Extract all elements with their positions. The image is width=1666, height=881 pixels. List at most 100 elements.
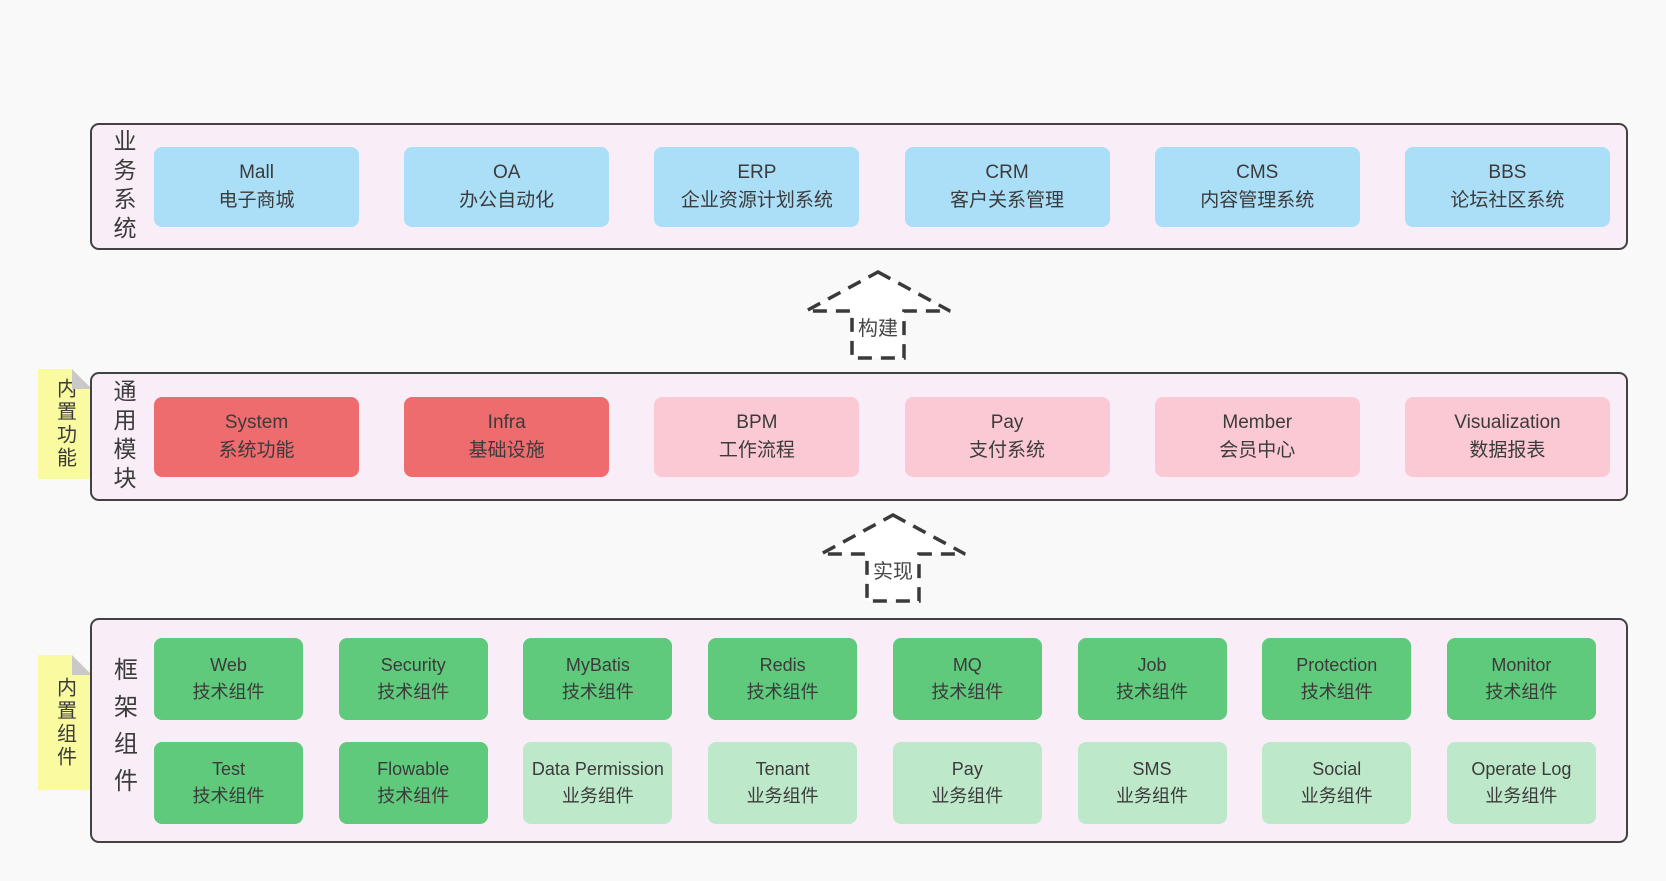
node-title: SMS xyxy=(1132,759,1172,780)
layer-label-text: 框架组件 xyxy=(109,656,137,805)
framework-components-grid: Web 技术组件 Security 技术组件 MyBatis 技术组件 Redi… xyxy=(154,620,1626,841)
node-title: MyBatis xyxy=(565,655,630,676)
node-redis: Redis 技术组件 xyxy=(708,637,858,720)
node-bpm: BPM 工作流程 xyxy=(654,396,860,477)
build-arrow: 构建 xyxy=(803,269,953,361)
node-subtitle: 技术组件 xyxy=(377,785,450,806)
sticky-note-built-in-components: 内置组件 xyxy=(38,655,92,790)
node-title: CRM xyxy=(985,161,1029,183)
node-subtitle: 技术组件 xyxy=(931,681,1004,702)
node-monitor: Monitor 技术组件 xyxy=(1446,637,1596,720)
node-security: Security 技术组件 xyxy=(338,637,488,720)
node-mall: Mall 电子商城 xyxy=(154,146,359,227)
node-title: Visualization xyxy=(1454,411,1561,433)
node-erp: ERP 企业资源计划系统 xyxy=(654,146,860,227)
node-subtitle: 技术组件 xyxy=(192,785,265,806)
node-system: System 系统功能 xyxy=(154,396,359,477)
node-title: BBS xyxy=(1488,161,1527,183)
implement-arrow: 实现 xyxy=(818,512,968,604)
layer-common-modules: 通用模块 System 系统功能 Infra 基础设施 BPM 工作流程 Pay… xyxy=(90,372,1628,501)
node-title: ERP xyxy=(737,161,777,183)
layer-business-systems: 业务系统 Mall 电子商城 OA 办公自动化 ERP 企业资源计划系统 CRM… xyxy=(90,123,1628,250)
layer-label-framework-components: 框架组件 xyxy=(92,620,154,841)
up-arrow-icon xyxy=(820,513,966,603)
node-mq: MQ 技术组件 xyxy=(892,637,1042,720)
node-subtitle: 支付系统 xyxy=(969,439,1046,461)
node-subtitle: 办公自动化 xyxy=(459,189,555,211)
framework-components-row-2: Test 技术组件 Flowable 技术组件 Data Permission … xyxy=(154,741,1596,824)
sticky-note-text: 内置功能 xyxy=(53,378,76,470)
node-subtitle: 会员中心 xyxy=(1219,439,1296,461)
node-member: Member 会员中心 xyxy=(1154,396,1360,477)
node-subtitle: 企业资源计划系统 xyxy=(680,189,833,211)
business-systems-row: Mall 电子商城 OA 办公自动化 ERP 企业资源计划系统 CRM 客户关系… xyxy=(154,125,1626,248)
node-tenant: Tenant 业务组件 xyxy=(708,741,858,824)
node-title: CMS xyxy=(1236,161,1279,183)
node-protection: Protection 技术组件 xyxy=(1262,637,1412,720)
node-subtitle: 技术组件 xyxy=(377,681,450,702)
node-operate-log: Operate Log 业务组件 xyxy=(1446,741,1596,824)
node-subtitle: 业务组件 xyxy=(931,785,1004,806)
node-title: Pay xyxy=(951,759,983,780)
node-subtitle: 内容管理系统 xyxy=(1200,189,1315,211)
node-subtitle: 技术组件 xyxy=(192,681,265,702)
node-flowable: Flowable 技术组件 xyxy=(338,741,488,824)
node-subtitle: 基础设施 xyxy=(468,439,545,461)
up-arrow-icon xyxy=(805,270,951,360)
layer-framework-components: 框架组件 Web 技术组件 Security 技术组件 MyBatis 技术组件… xyxy=(90,618,1628,843)
node-title: Data Permission xyxy=(531,759,664,780)
node-title: Job xyxy=(1137,655,1167,676)
node-subtitle: 技术组件 xyxy=(746,681,819,702)
implement-arrow-label: 实现 xyxy=(873,561,913,583)
node-crm: CRM 客户关系管理 xyxy=(904,146,1110,227)
node-cms: CMS 内容管理系统 xyxy=(1154,146,1360,227)
layer-label-common-modules: 通用模块 xyxy=(92,374,154,499)
node-title: Member xyxy=(1222,411,1293,433)
node-visualization: Visualization 数据报表 xyxy=(1404,396,1610,477)
node-subtitle: 业务组件 xyxy=(1116,785,1189,806)
node-title: Security xyxy=(380,655,446,676)
node-subtitle: 业务组件 xyxy=(561,785,634,806)
node-title: OA xyxy=(492,161,521,183)
node-title: Pay xyxy=(990,411,1024,433)
sticky-note-built-in-features: 内置功能 xyxy=(38,369,92,479)
node-web: Web 技术组件 xyxy=(154,637,303,720)
node-subtitle: 论坛社区系统 xyxy=(1450,189,1565,211)
node-title: Test xyxy=(211,759,245,780)
node-sms: SMS 业务组件 xyxy=(1077,741,1227,824)
node-subtitle: 业务组件 xyxy=(1300,785,1373,806)
node-title: Social xyxy=(1312,759,1362,780)
node-title: BPM xyxy=(736,411,778,433)
node-data-permission: Data Permission 业务组件 xyxy=(523,741,673,824)
node-infra: Infra 基础设施 xyxy=(404,396,610,477)
note-fold-corner-icon xyxy=(72,655,92,675)
node-pay-component: Pay 业务组件 xyxy=(892,741,1042,824)
layer-label-text: 业务系统 xyxy=(110,128,136,245)
node-bbs: BBS 论坛社区系统 xyxy=(1404,146,1610,227)
framework-components-row-1: Web 技术组件 Security 技术组件 MyBatis 技术组件 Redi… xyxy=(154,637,1596,720)
node-subtitle: 业务组件 xyxy=(1485,785,1558,806)
node-title: MQ xyxy=(952,655,982,676)
node-subtitle: 系统功能 xyxy=(218,439,295,461)
node-mybatis: MyBatis 技术组件 xyxy=(523,637,673,720)
node-subtitle: 工作流程 xyxy=(718,439,795,461)
node-oa: OA 办公自动化 xyxy=(404,146,610,227)
node-title: Infra xyxy=(487,411,526,433)
node-title: Monitor xyxy=(1491,655,1552,676)
node-title: Operate Log xyxy=(1471,759,1572,780)
node-subtitle: 电子商城 xyxy=(218,189,295,211)
note-fold-corner-icon xyxy=(72,369,92,389)
node-title: Protection xyxy=(1296,655,1378,676)
node-title: Tenant xyxy=(755,759,810,780)
node-title: System xyxy=(224,411,289,433)
node-subtitle: 客户关系管理 xyxy=(950,189,1065,211)
layer-label-business-systems: 业务系统 xyxy=(92,125,154,248)
node-title: Flowable xyxy=(377,759,450,780)
node-subtitle: 技术组件 xyxy=(561,681,634,702)
node-job: Job 技术组件 xyxy=(1077,637,1227,720)
node-subtitle: 技术组件 xyxy=(1116,681,1189,702)
node-subtitle: 技术组件 xyxy=(1485,681,1558,702)
node-subtitle: 数据报表 xyxy=(1469,439,1546,461)
node-social: Social 业务组件 xyxy=(1262,741,1412,824)
node-title: Web xyxy=(210,655,247,676)
